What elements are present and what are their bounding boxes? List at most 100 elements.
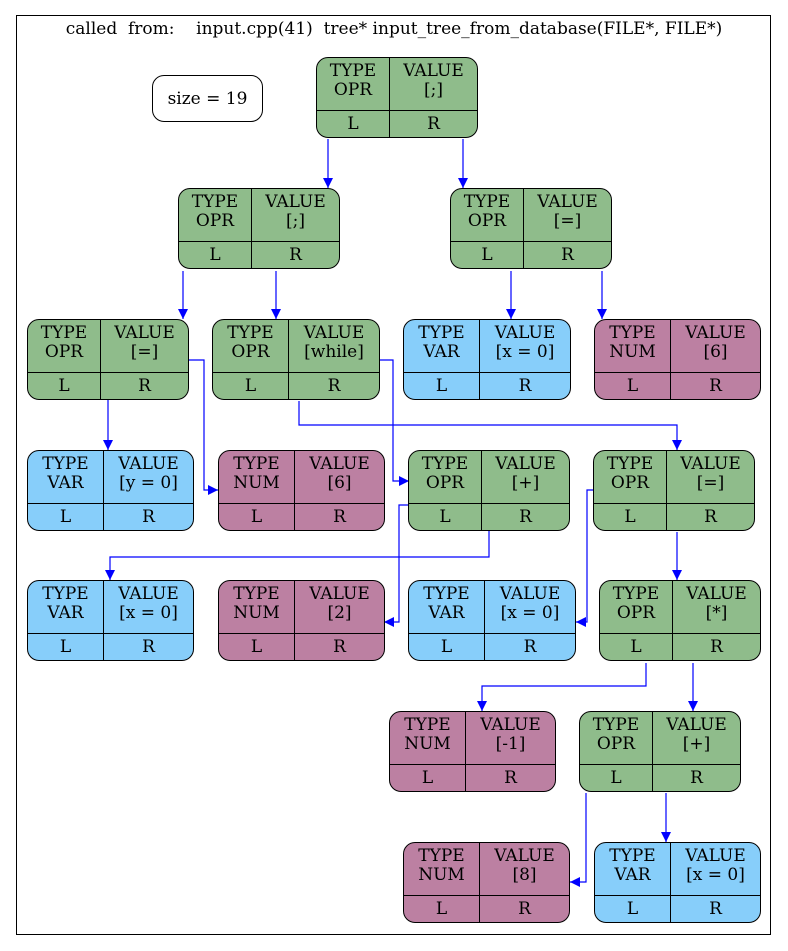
type-header: TYPE [606,454,654,474]
value-header: VALUE [495,454,556,474]
right-port[interactable]: R [690,767,703,788]
type-value: OPR [610,473,650,493]
right-port[interactable]: R [327,375,341,396]
type-header: TYPE [423,584,470,604]
left-port[interactable]: L [595,896,671,922]
type-value: OPR [425,473,465,493]
value-header: VALUE [494,323,556,343]
value-header: VALUE [403,61,464,81]
type-value: VAR [47,473,84,493]
edge-n10-right [105,505,490,580]
right-port[interactable]: R [518,898,531,919]
node-value-cell: VALUE[2] [295,581,384,634]
right-port[interactable]: R [523,636,537,657]
left-port[interactable]: L [580,765,653,791]
left-port[interactable]: L [404,896,480,922]
right-port[interactable]: R [289,244,302,265]
value-text: [+] [511,473,540,493]
right-port[interactable]: R [709,375,722,396]
right-port[interactable]: R [333,506,346,527]
node-value-cell: VALUE[=] [524,189,611,242]
type-header: TYPE [191,192,239,212]
type-value: VAR [428,603,465,623]
left-port[interactable]: L [451,242,524,268]
right-port[interactable]: R [704,506,717,527]
type-header: TYPE [463,192,511,212]
type-value: NUM [609,342,656,362]
value-text: [;] [286,211,305,231]
type-value: VAR [47,603,84,623]
right-port[interactable]: R [504,767,517,788]
edge-n15-left [477,663,647,711]
left-port[interactable]: L [213,373,289,399]
left-port[interactable]: L [28,634,104,660]
value-text: [+] [682,734,711,754]
left-port[interactable]: L [409,634,485,660]
left-port[interactable]: L [219,634,295,660]
left-port[interactable]: L [390,765,466,791]
left-port[interactable]: L [28,504,104,530]
left-port[interactable]: L [28,373,101,399]
right-port[interactable]: R [427,113,440,134]
left-port[interactable]: L [600,634,673,660]
left-port[interactable]: L [409,504,482,530]
value-text: [x = 0] [686,865,745,885]
left-port[interactable]: L [317,111,390,137]
type-value: OPR [467,211,507,231]
right-port[interactable]: R [138,375,151,396]
left-port[interactable]: L [404,373,480,399]
type-value: NUM [233,473,280,493]
value-text: [while] [304,342,364,362]
type-header: TYPE [609,323,656,343]
right-port[interactable]: R [142,636,155,657]
right-port[interactable]: R [710,636,723,657]
type-value: OPR [616,603,656,623]
type-header: TYPE [418,323,465,343]
right-port[interactable]: R [709,898,722,919]
value-text: [2] [327,603,352,623]
left-port[interactable]: L [594,504,667,530]
right-port[interactable]: R [561,244,574,265]
right-port[interactable]: R [519,506,532,527]
value-header: VALUE [309,584,370,604]
left-port[interactable]: L [595,373,671,399]
type-header: TYPE [42,584,89,604]
node-value-cell: VALUE[x = 0] [104,581,193,634]
right-port[interactable]: R [333,636,346,657]
left-port[interactable]: L [219,504,295,530]
right-port[interactable]: R [518,375,532,396]
value-header: VALUE [114,323,175,343]
node-value-cell: VALUE[x = 0] [671,843,760,896]
node-value-cell: VALUE[x = 0] [485,581,575,634]
left-port[interactable]: L [179,242,252,268]
right-port[interactable]: R [142,506,155,527]
type-header: TYPE [227,323,274,343]
